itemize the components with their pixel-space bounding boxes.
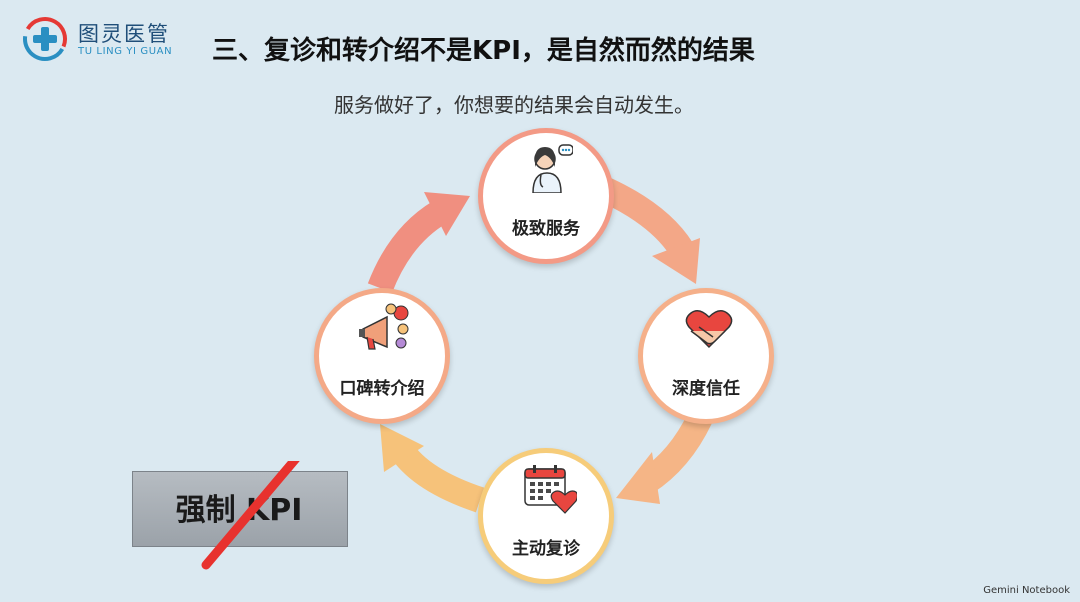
arrow-revisit-to-referral [380, 424, 485, 513]
cycle-node-referral: 口碑转介绍 [314, 288, 450, 424]
arrow-referral-to-service [367, 192, 470, 293]
cycle-node-service: 极致服务 [478, 128, 614, 264]
medical-cross-logo-icon [23, 16, 67, 61]
kpi-block: 强制 KPI [132, 461, 362, 570]
watermark-text: Gemini Notebook [983, 585, 1070, 596]
logo-name-cn: 图灵医管 [78, 22, 170, 46]
cycle-node-label: 口碑转介绍 [339, 379, 425, 399]
cycle-node-label: 极致服务 [512, 219, 580, 239]
cycle-node-label: 深度信任 [672, 379, 740, 399]
page-subtitle: 服务做好了，你想要的结果会自动发生。 [334, 93, 694, 117]
logo-name-en: TU LING YI GUAN [78, 46, 173, 57]
strike-through-line [201, 461, 300, 570]
page-title: 三、复诊和转介绍不是KPI，是自然而然的结果 [212, 36, 755, 66]
arrow-service-to-trust [600, 178, 700, 284]
megaphone-icon [359, 303, 409, 350]
watermark: Gemini Notebook [983, 585, 1070, 596]
handshake-heart-icon [685, 310, 733, 349]
brand-logo: 图灵医管 TU LING YI GUAN [22, 16, 202, 62]
arrow-trust-to-revisit [616, 412, 712, 504]
doctor-icon [532, 144, 573, 193]
cycle-node-label: 主动复诊 [512, 539, 580, 559]
calendar-heart-icon [524, 465, 577, 514]
cycle-node-trust: 深度信任 [638, 288, 774, 424]
kpi-box-face [132, 471, 348, 547]
cycle-node-revisit: 主动复诊 [478, 448, 614, 584]
